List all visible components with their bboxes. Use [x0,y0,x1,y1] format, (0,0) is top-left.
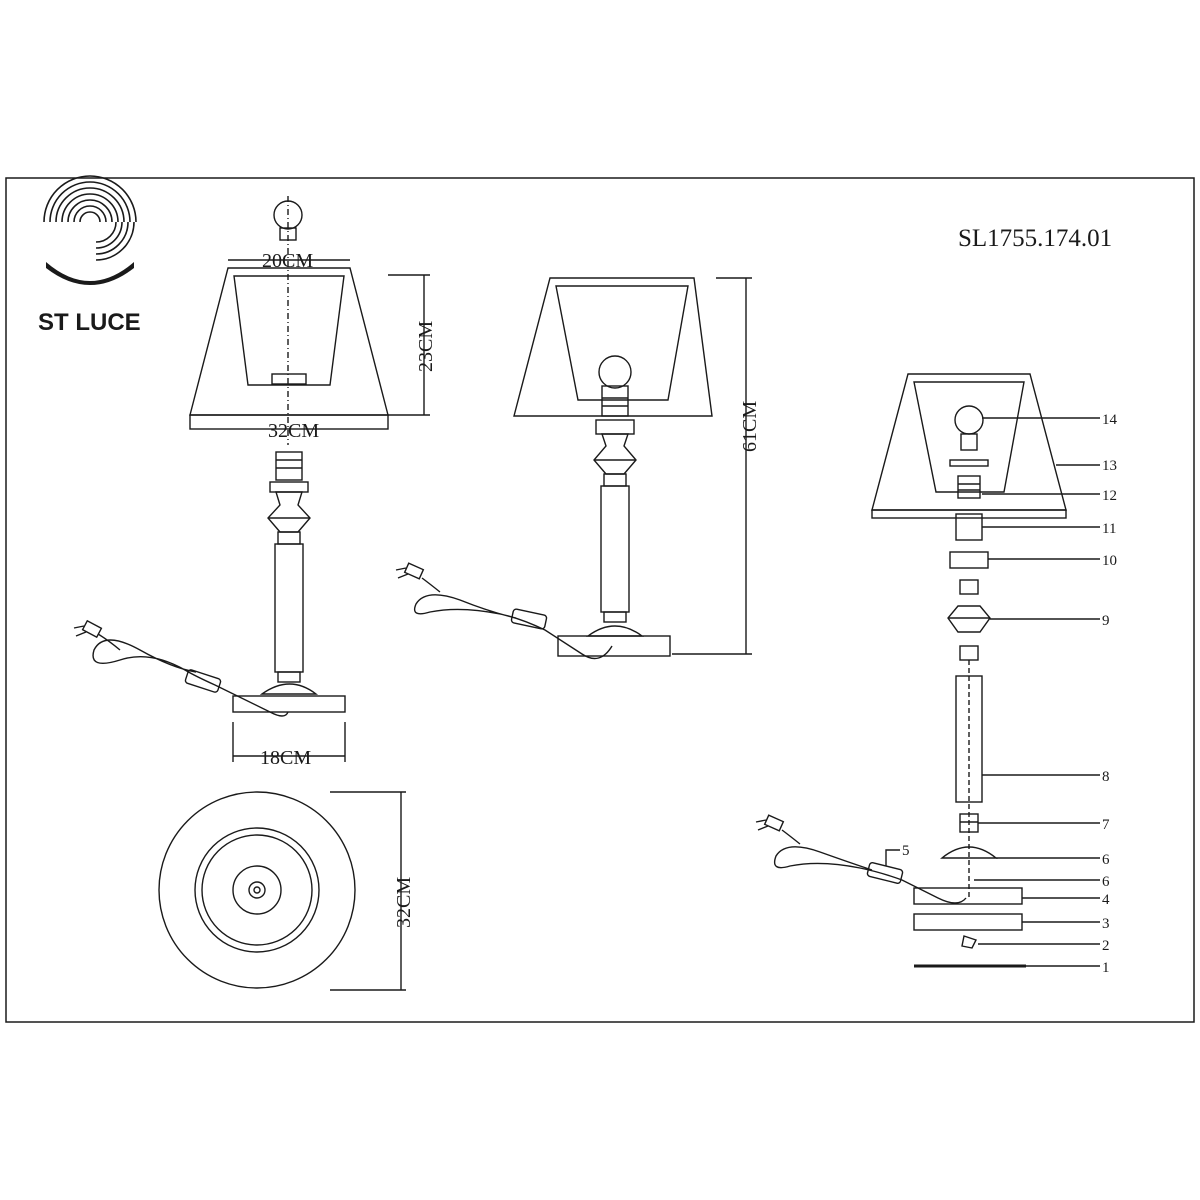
part-label: 12 [1102,488,1117,504]
part-label: 10 [1102,553,1117,569]
dim-base-width: 18CM [260,747,311,769]
part-label: 6 [1102,874,1110,890]
part-label: 13 [1102,458,1117,474]
dim-shade-top: 20CM [262,250,313,272]
part-label: 7 [1102,817,1110,833]
base-top-view [158,791,406,991]
lamp-view-assembled [395,277,752,660]
dim-shade-height: 23CM [415,321,437,372]
drawing-frame [5,177,1195,1023]
part-label: 3 [1102,916,1110,932]
part-label: 4 [1102,892,1110,908]
part-label: 5 [902,843,910,859]
swirl-logo-icon [43,175,137,285]
part-label: 9 [1102,613,1110,629]
lamp-view-dimensioned [73,196,430,762]
lamp-view-exploded [755,373,1100,968]
dim-shade-bottom: 32CM [268,420,319,442]
part-label: 6 [1102,852,1110,868]
dim-base-diameter: 32CM [393,877,415,928]
part-label: 14 [1102,412,1118,428]
part-label: 1 [1102,960,1110,976]
dim-total-height: 61CM [739,401,761,452]
brand-name: ST LUCE [38,309,141,336]
part-label: 11 [1102,521,1116,537]
model-code: SL1755.174.01 [958,225,1112,252]
part-label: 8 [1102,769,1110,785]
part-label: 2 [1102,938,1110,954]
